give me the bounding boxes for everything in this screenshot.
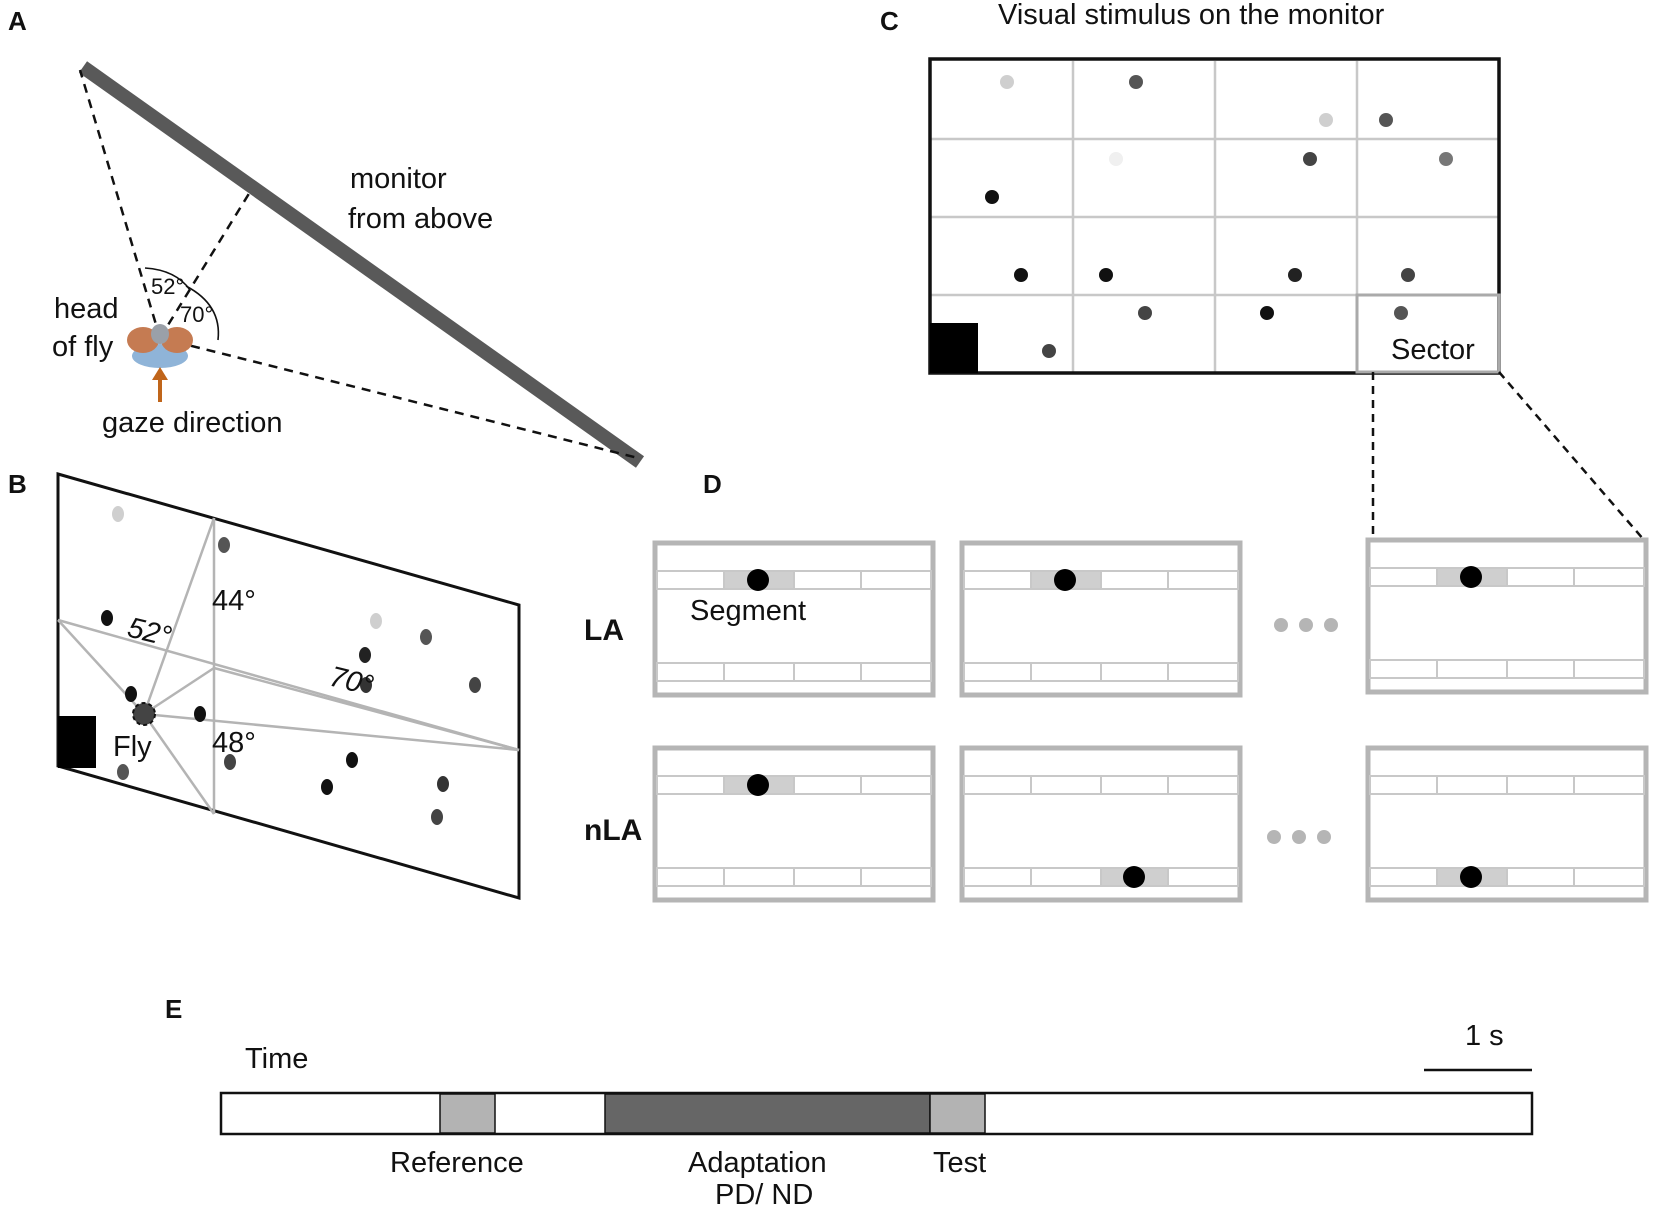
head-label-2: of fly xyxy=(52,331,114,363)
sector-boxes xyxy=(652,537,1649,903)
stimulus-dot xyxy=(747,774,769,796)
monitor-frame xyxy=(928,57,1501,375)
reference-black-square xyxy=(58,716,96,768)
angle-48-label: 48° xyxy=(212,727,256,759)
gaze-arrowhead-icon xyxy=(152,367,168,380)
stimulus-dot xyxy=(1460,566,1482,588)
panel-b-letter: B xyxy=(8,469,27,499)
panel-b-dots xyxy=(101,506,481,825)
stimulus-dot xyxy=(1054,569,1076,591)
reference-interval xyxy=(439,1093,496,1134)
test-label: Test xyxy=(933,1147,986,1179)
test-interval xyxy=(929,1093,986,1134)
panel-a: A 52° 70° monitor from above head of fly… xyxy=(8,6,645,468)
angle-70-label: 70° xyxy=(180,302,213,327)
adaptation-label-1: Adaptation xyxy=(688,1147,827,1179)
fly-position-icon xyxy=(132,702,156,726)
sector-box-nla-1 xyxy=(652,745,936,903)
time-label: Time xyxy=(245,1043,308,1075)
monitor-label-2: from above xyxy=(348,203,493,235)
panel-d: D LA nLA xyxy=(584,469,1649,903)
fly-label: Fly xyxy=(113,731,152,763)
panel-e: E Time 1 s Reference Adaptation PD/ ND T… xyxy=(165,994,1534,1207)
row-label-nla: nLA xyxy=(584,814,642,847)
sector-box-la-2 xyxy=(959,540,1243,698)
sector-label: Sector xyxy=(1391,334,1475,366)
sector-box-nla-3 xyxy=(1365,745,1649,903)
reference-black-square-c xyxy=(930,323,978,373)
stimulus-dot xyxy=(747,569,769,591)
panel-c-title: Visual stimulus on the monitor xyxy=(998,0,1385,31)
sight-lines xyxy=(78,69,639,460)
monitor-grid xyxy=(930,61,1499,372)
angle-52-label: 52° xyxy=(151,274,184,299)
stimulus-dot xyxy=(1123,866,1145,888)
angle-44-label: 44° xyxy=(212,585,256,617)
ellipsis-nla-icon xyxy=(1267,830,1331,844)
panel-c-letter: C xyxy=(880,6,899,36)
panel-c: C Visual stimulus on the monitor xyxy=(880,0,1645,541)
panel-e-letter: E xyxy=(165,994,182,1024)
row-label-la: LA xyxy=(584,614,624,647)
sector-box-nla-2 xyxy=(959,745,1243,903)
stimulus-dot xyxy=(1460,866,1482,888)
gaze-label: gaze direction xyxy=(102,407,283,439)
scale-bar-label: 1 s xyxy=(1465,1020,1504,1052)
head-label-1: head xyxy=(54,293,119,325)
angle-arc-70 xyxy=(185,285,220,341)
monitor-label-1: monitor xyxy=(350,163,447,195)
ellipsis-la-icon xyxy=(1274,618,1338,632)
panel-b: B xyxy=(8,469,521,900)
zoom-line-right xyxy=(1498,371,1645,541)
sector-box-la-3 xyxy=(1365,537,1649,695)
adaptation-label-2: PD/ ND xyxy=(715,1179,813,1207)
panel-c-dots xyxy=(985,75,1453,358)
segment-label: Segment xyxy=(690,595,806,627)
adaptation-interval xyxy=(604,1093,931,1134)
panel-a-letter: A xyxy=(8,6,27,36)
reference-label: Reference xyxy=(390,1147,524,1179)
sector-highlight xyxy=(1355,293,1501,374)
monitor-bar xyxy=(78,61,645,468)
sector-box-la-1 xyxy=(652,540,936,698)
fly-head-icon xyxy=(127,324,193,368)
panel-d-letter: D xyxy=(703,469,722,499)
